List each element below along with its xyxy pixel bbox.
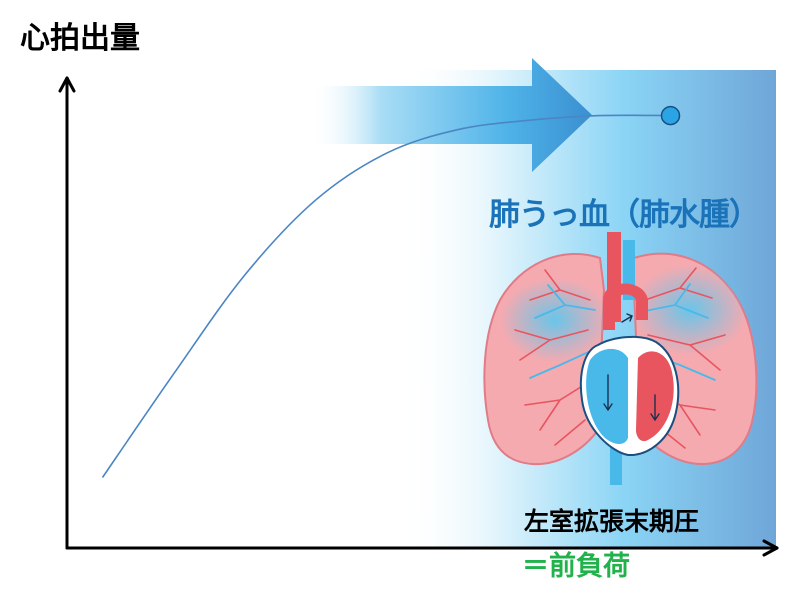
operating-point-marker — [660, 105, 681, 126]
lung-heart-illustration-icon — [483, 232, 758, 485]
axes — [58, 76, 779, 557]
y-axis-title: 心拍出量 — [20, 21, 140, 56]
x-axis-arrowhead — [762, 539, 779, 557]
edema-annotation: 肺うっ血（肺水腫） — [489, 197, 760, 233]
y-axis-arrowhead — [58, 76, 76, 93]
x-axis-subtitle: ＝前負荷 — [522, 551, 630, 582]
x-axis-title: 左室拡張末期圧 — [524, 507, 700, 536]
cardiac-output-curve — [101, 114, 671, 478]
increase-arrow-icon — [310, 58, 592, 172]
